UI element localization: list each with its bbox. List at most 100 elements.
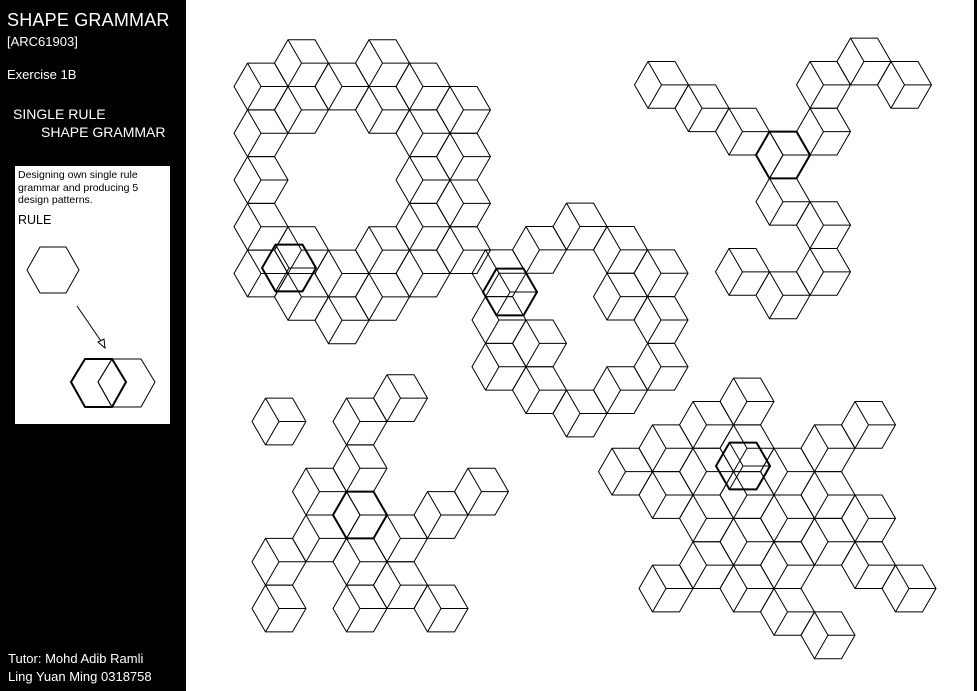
rhombus-edge (328, 249, 343, 274)
rhombus-edge (467, 467, 482, 492)
rule-arrow-line (76, 305, 104, 345)
rhombus-edge (809, 131, 824, 156)
rhombus-edge (525, 389, 540, 414)
rhombus-edge (692, 447, 707, 472)
rhombus-edge (368, 249, 383, 274)
rhombus-edge (809, 61, 824, 86)
tutor-credit: Tutor: Mohd Adib Ramli (8, 651, 144, 666)
rhombus-edge (247, 203, 262, 228)
rhombus-edge (809, 107, 824, 132)
rhombus-edge (328, 62, 343, 87)
rhombus-edge (525, 343, 540, 368)
rhombus-edge (287, 86, 302, 111)
rhombus-edge (688, 107, 703, 132)
rhombus-edge (769, 131, 784, 156)
rhombus-edge (368, 296, 383, 321)
rhombus-edge (854, 518, 869, 543)
rhombus-edge (854, 564, 869, 589)
rhombus-edge (814, 494, 829, 519)
pattern-4 (251, 374, 510, 633)
rhombus-edge (409, 156, 424, 181)
rhombus-edge (733, 377, 748, 402)
rhombus-edge (652, 588, 667, 613)
rhombus-edge (386, 397, 401, 422)
rhombus-edge (247, 132, 262, 157)
rhombus-edge (368, 86, 383, 111)
rule-result-divider (97, 358, 113, 383)
rhombus-edge (688, 84, 703, 109)
rule-source-hexagon (26, 246, 80, 294)
rhombus-edge (368, 273, 383, 298)
rhombus-edge (305, 514, 320, 539)
rhombus-edge (854, 494, 869, 519)
rhombus-edge (733, 541, 748, 566)
rhombus-edge (692, 494, 707, 519)
rhombus-edge (346, 538, 361, 563)
rule-description: Designing own single rule grammar and pr… (18, 169, 139, 206)
rhombus-edge (854, 401, 869, 426)
rhombus-edge (328, 86, 343, 111)
rhombus-edge (287, 273, 302, 298)
rhombus-edge (346, 584, 361, 609)
rhombus-edge (692, 541, 707, 566)
rhombus-edge (265, 608, 280, 633)
rhombus-edge (733, 401, 748, 426)
rhombus-edge (287, 62, 302, 87)
rhombus-edge (652, 471, 667, 496)
rhombus-edge (809, 201, 824, 226)
rhombus-edge (611, 447, 626, 472)
rhombus-edge (496, 268, 511, 293)
rhombus-edge (809, 271, 824, 296)
rhombus-edge (814, 471, 829, 496)
rhombus-edge (647, 61, 662, 86)
rhombus-edge (409, 86, 424, 111)
rhombus-edge (773, 588, 788, 613)
rule-arrow-head (97, 338, 106, 350)
rhombus-edge (386, 374, 401, 399)
page-title: SHAPE GRAMMAR (7, 10, 170, 30)
rhombus-edge (328, 296, 343, 321)
rhombus-edge (449, 203, 464, 228)
rhombus-edge (733, 564, 748, 589)
rhombus-edge (427, 584, 442, 609)
pattern-canvas (186, 0, 977, 691)
rhombus-edge (449, 156, 464, 181)
rhombus-edge (692, 471, 707, 496)
rhombus-edge (346, 444, 361, 469)
pattern-3 (471, 202, 689, 438)
student-credit: Ling Yuan Ming 0318758 (8, 669, 152, 684)
rhombus-edge (346, 467, 361, 492)
rhombus-edge (606, 272, 621, 297)
rhombus-edge (773, 471, 788, 496)
rhombus-edge (652, 424, 667, 449)
rhombus-edge (809, 224, 824, 249)
rhombus-edge (247, 86, 262, 111)
rhombus-edge (247, 109, 262, 134)
rhombus-edge (525, 226, 540, 251)
rhombus-edge (305, 491, 320, 516)
rhombus-edge (769, 271, 784, 296)
rhombus-edge (346, 397, 361, 422)
rhombus-edge (496, 291, 511, 316)
rhombus-edge (386, 584, 401, 609)
rhombus-edge (606, 226, 621, 251)
rhombus-edge (733, 518, 748, 543)
rhombus-edge (850, 61, 865, 86)
rhombus-edge (566, 389, 581, 414)
rhombus-edge (647, 272, 662, 297)
rhombus-edge (606, 389, 621, 414)
rule-result-hexagon-bold (69, 358, 128, 408)
rhombus-edge (606, 296, 621, 321)
rhombus-edge (814, 635, 829, 659)
rhombus-edge (247, 249, 262, 274)
rhombus-edge (409, 132, 424, 157)
rhombus-edge (247, 156, 262, 181)
rhombus-edge (652, 564, 667, 589)
rhombus-edge (728, 248, 743, 273)
rhombus-edge (769, 178, 784, 203)
rhombus-edge (287, 39, 302, 64)
rhombus-edge (287, 296, 302, 321)
rhombus-edge (449, 226, 464, 251)
rule-card: Designing own single rule grammar and pr… (15, 166, 170, 424)
rhombus-edge (368, 226, 383, 251)
